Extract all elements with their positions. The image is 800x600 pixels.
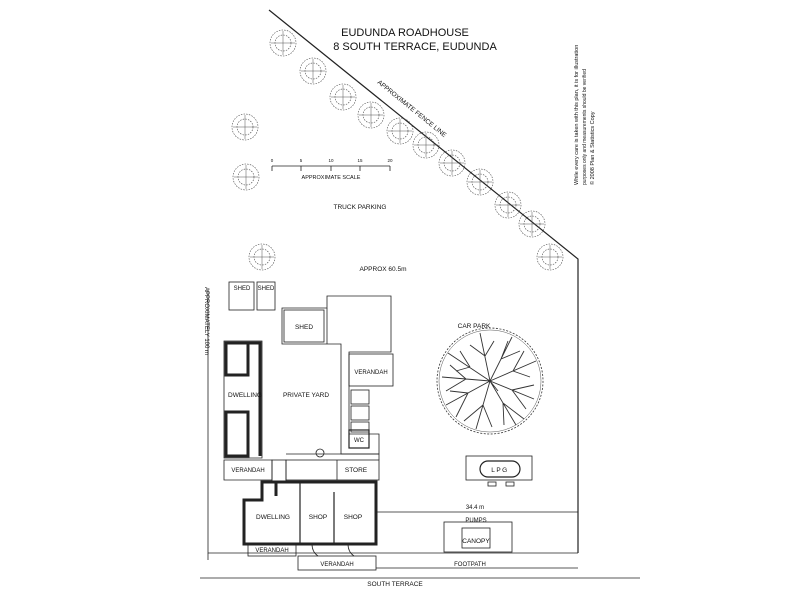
approx-width-label: APPROX 60.5m [360, 266, 407, 273]
tree-icon [386, 117, 414, 145]
tree-icon [518, 210, 546, 238]
store: STORE [285, 459, 380, 481]
footpath: FOOTPATH [376, 562, 578, 569]
private-yard-label: PRIVATE YARD [283, 392, 329, 399]
disclaimer-line2: purposes only and measurements should be… [582, 69, 588, 185]
large-tree-icon [436, 327, 544, 435]
pumps-label: PUMPS [465, 518, 486, 524]
canopy: PUMPS CANOPY [443, 518, 513, 553]
dwelling-south-label: DWELLING [256, 514, 290, 521]
tree-icon [232, 163, 260, 191]
tree-icon [299, 57, 327, 85]
door-icon [347, 543, 355, 557]
scale-tick: 0 [271, 158, 274, 163]
shop-right-label: SHOP [344, 514, 362, 521]
verandah-yard-label: VERANDAH [354, 370, 387, 376]
canopy-label: CANOPY [462, 538, 490, 545]
tree-icon [494, 191, 522, 219]
tree-icon [438, 149, 466, 177]
shed-right-label: SHED [258, 286, 275, 292]
wc: WC [348, 429, 370, 449]
property-boundary [207, 9, 579, 560]
scale-tick: 15 [357, 158, 363, 163]
verandah-mid: VERANDAH [223, 459, 273, 481]
lpg-label: LPG [491, 467, 509, 474]
scale-tick: 5 [300, 158, 303, 163]
tree-icon [536, 243, 564, 271]
dwelling-south: DWELLING [256, 514, 290, 521]
shed-main-label: SHED [295, 324, 313, 331]
verandah-mid-label: VERANDAH [231, 468, 264, 474]
corridor [271, 459, 287, 483]
disclaimer-line1: While every care is taken with this plan… [574, 45, 580, 185]
yard-structure [350, 405, 370, 421]
tree-icon [269, 29, 297, 57]
tank-icon [315, 448, 325, 458]
verandah-front-left-label: VERANDAH [255, 548, 288, 554]
approx-depth-label: APPROXIMATELY 100 m [203, 287, 209, 355]
disclaimer: While every care is taken with this plan… [574, 45, 596, 185]
plan-title: EUDUNDA ROADHOUSE [341, 27, 469, 39]
scale-tick: 10 [328, 158, 334, 163]
scale-bar: 0 5 10 15 20 APPROXIMATE SCALE [271, 158, 393, 181]
tree-icon [466, 168, 494, 196]
plan-address: 8 SOUTH TERRACE, EUDUNDA [333, 41, 497, 53]
yard-structure [350, 389, 370, 405]
car-park-label: CAR PARK [458, 323, 491, 330]
tree-icon [357, 101, 385, 129]
verandah-front-center: VERANDAH [297, 555, 377, 571]
shop-left: SHOP [309, 514, 327, 521]
lpg-tank: LPG [465, 455, 533, 487]
truck-parking-label: TRUCK PARKING [334, 204, 387, 211]
yard-structure [350, 421, 370, 433]
dwelling-west: DWELLING [223, 340, 263, 459]
disclaimer-line3: © 2008 Plan & Statistics Copy [589, 111, 596, 185]
shop-left-label: SHOP [309, 514, 327, 521]
verandah-front-left: VERANDAH [247, 543, 297, 557]
shed-left: SHED [228, 281, 255, 311]
tree-icon [329, 83, 357, 111]
frontage-label: 34.4 m [466, 505, 484, 511]
tree-icon [248, 243, 276, 271]
wc-label: WC [354, 438, 365, 444]
shop-right: SHOP [344, 514, 362, 521]
south-building [242, 480, 378, 546]
door-icon [311, 543, 319, 557]
shed-left-label: SHED [234, 286, 251, 292]
south-terrace-label: SOUTH TERRACE [367, 581, 423, 588]
dwelling-west-label: DWELLING [228, 392, 262, 399]
verandah-front-center-label: VERANDAH [320, 562, 353, 568]
shed-right: SHED [256, 281, 276, 311]
verandah-yard: VERANDAH [348, 353, 394, 387]
scale-tick: 20 [387, 158, 393, 163]
tree-icon [231, 113, 259, 141]
fence-line-label: APPROXIMATE FENCE LINE [376, 79, 448, 139]
store-label: STORE [345, 467, 368, 474]
tree-icon [412, 131, 440, 159]
store-roof [286, 453, 380, 460]
scale-label: APPROXIMATE SCALE [302, 175, 361, 181]
footpath-label: FOOTPATH [454, 562, 486, 568]
